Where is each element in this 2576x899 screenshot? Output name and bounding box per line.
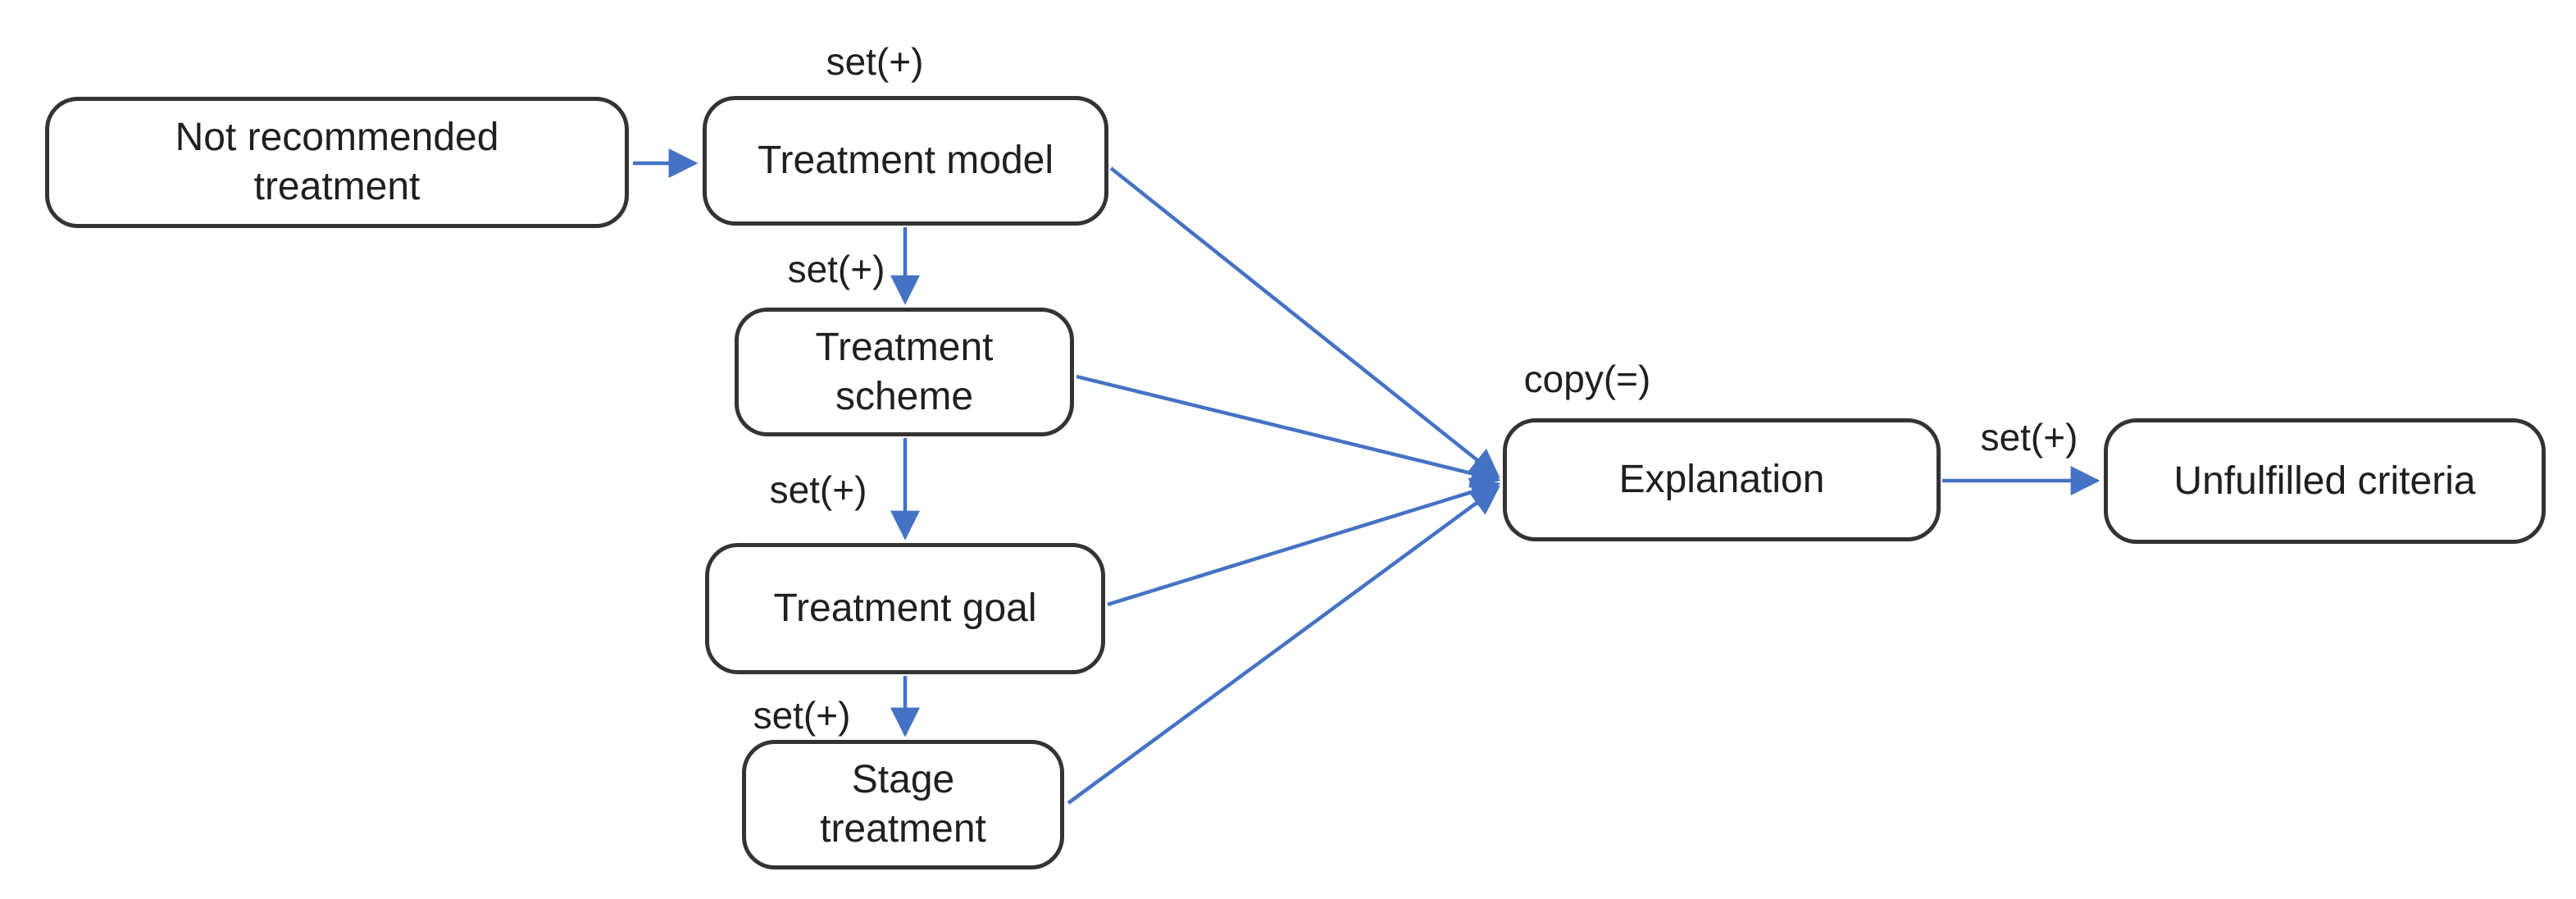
node-unfulfilled-criteria: Unfulfilled criteria bbox=[2104, 418, 2546, 544]
node-label-stage-treatment: Stage treatment bbox=[820, 758, 986, 851]
node-treatment-goal: Treatment goal bbox=[705, 543, 1105, 674]
node-explanation: Explanation bbox=[1503, 418, 1941, 541]
arrow-treatment-goal-to-explanation bbox=[1107, 477, 1501, 607]
arrow-stage-treatment-to-explanation bbox=[1067, 485, 1500, 805]
node-label-not-recommended-treatment: Not recommended treatment bbox=[175, 116, 499, 208]
node-not-recommended-treatment: Not recommended treatment bbox=[45, 97, 629, 228]
node-label-treatment-scheme: Treatment scheme bbox=[815, 325, 994, 418]
node-treatment-scheme: Treatment scheme bbox=[735, 308, 1074, 436]
arrow-treatment-scheme-to-explanation bbox=[1076, 374, 1501, 488]
node-stage-treatment: Stage treatment bbox=[742, 740, 1064, 869]
node-label-unfulfilled-criteria: Unfulfilled criteria bbox=[2173, 459, 2476, 503]
node-label-treatment-model: Treatment model bbox=[757, 139, 1054, 182]
edge-label-set-goal-to-stage: set(+) bbox=[753, 694, 851, 737]
edge-label-set-explanation-to-unfulfilled: set(+) bbox=[1980, 416, 2078, 459]
arrow-treatment-model-to-explanation bbox=[1109, 167, 1500, 479]
node-label-explanation: Explanation bbox=[1618, 458, 1825, 501]
edge-label-set-model-to-scheme: set(+) bbox=[787, 248, 885, 290]
edge-label-set-scheme-to-goal: set(+) bbox=[769, 468, 867, 511]
edge-label-set-above-treatment-model: set(+) bbox=[826, 40, 924, 83]
edge-label-copy-above-explanation: copy(=) bbox=[1523, 358, 1651, 400]
node-treatment-model: Treatment model bbox=[703, 96, 1108, 226]
node-label-treatment-goal: Treatment goal bbox=[773, 586, 1037, 630]
